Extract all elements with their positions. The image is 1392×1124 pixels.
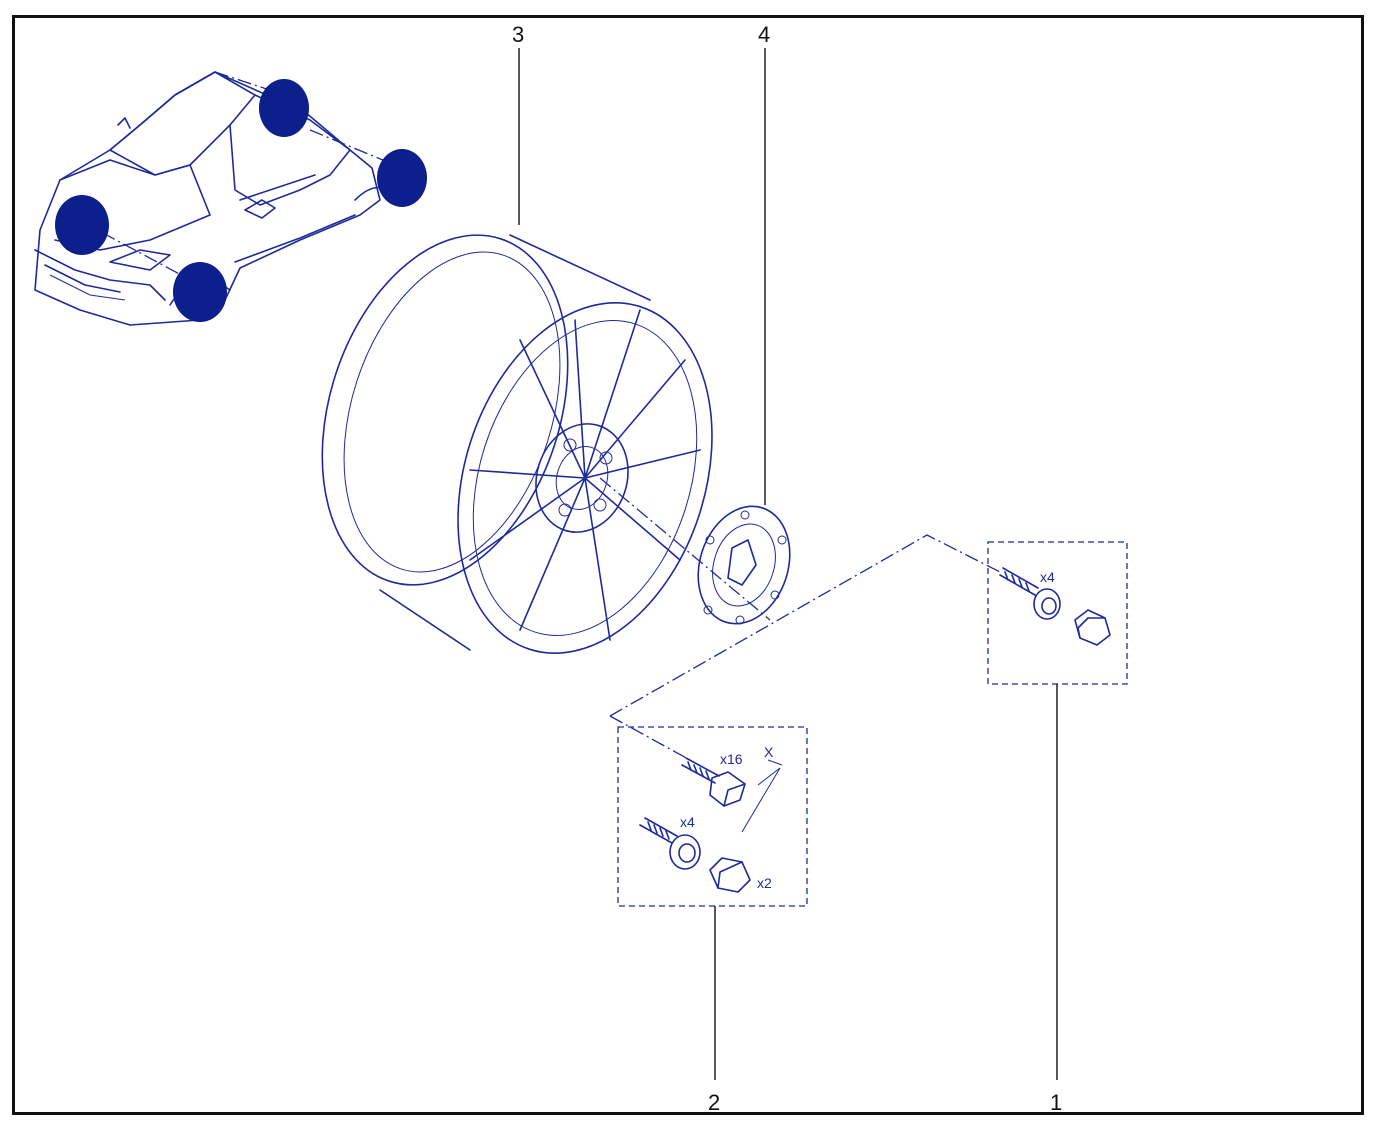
fastener-set-2-box — [617, 726, 808, 907]
callout-3: 3 — [512, 22, 524, 47]
fastener-set-2: x16 X x4 x2 — [617, 726, 808, 907]
wheel-marker-front-left — [55, 195, 109, 255]
dimension-x-label: X — [764, 744, 774, 760]
callout-2: 2 — [708, 1090, 720, 1115]
wheel-marker-front-right — [173, 262, 227, 322]
wheel-marker-rear-left — [259, 79, 309, 137]
wheel-marker-rear-right — [377, 149, 427, 207]
nut-x2-qty: x2 — [757, 875, 772, 891]
alloy-wheel — [321, 234, 771, 654]
fastener-set-1: x4 — [987, 541, 1128, 685]
fastener-set-1-qty: x4 — [1040, 569, 1055, 585]
routing-lines — [609, 534, 1001, 761]
callout-1: 1 — [1050, 1090, 1062, 1115]
callout-leaders — [518, 48, 1058, 1080]
bolt-x4-qty: x4 — [680, 814, 695, 830]
centre-cap — [697, 505, 791, 625]
drawing-frame — [12, 15, 1364, 1115]
car-wheel-markers — [55, 79, 427, 322]
bolt-x16-qty: x16 — [720, 751, 743, 767]
callout-4: 4 — [758, 22, 770, 47]
